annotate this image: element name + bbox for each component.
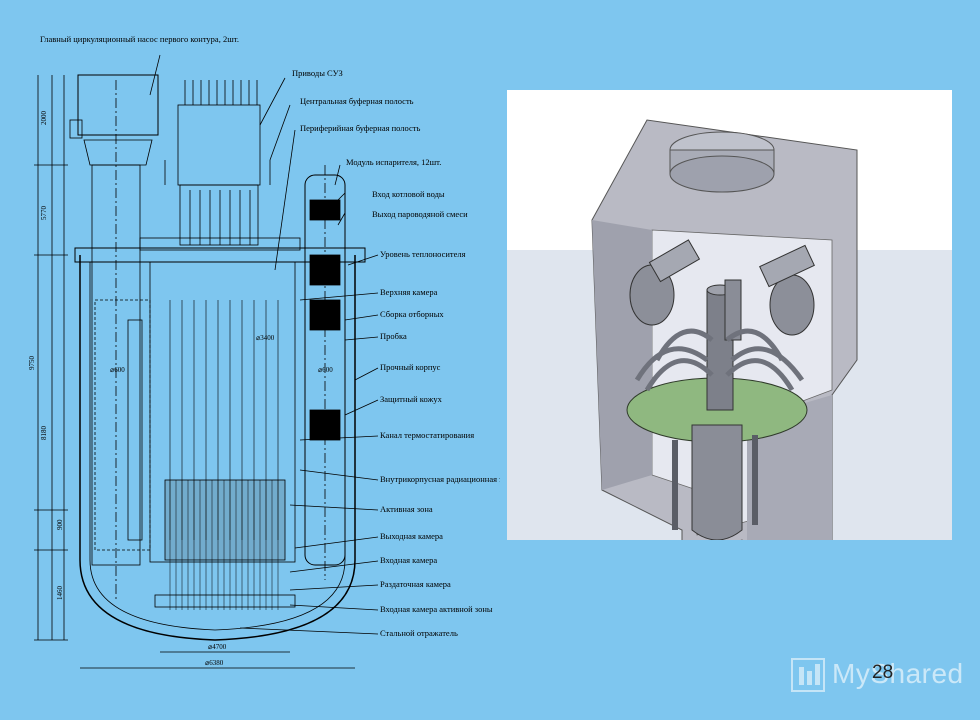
myshared-logo-icon [791, 658, 825, 692]
label-evaporator-module: Модуль испарителя, 12шт. [346, 157, 441, 167]
dim-1460: 1460 [56, 586, 64, 601]
page-number: 28 [872, 662, 894, 683]
label-strong-vessel: Прочный корпус [380, 362, 441, 372]
label-thermostat-channel: Канал термостатирования [380, 430, 474, 440]
dim-9750: 9750 [28, 356, 36, 371]
dim-2000: 2000 [40, 111, 48, 126]
label-coolant-level: Уровень теплоносителя [380, 249, 466, 259]
label-steam-water-outlet: Выход пароводяной смеси [372, 209, 468, 219]
dim-600-right: ⌀600 [318, 366, 333, 374]
label-plug: Пробка [380, 331, 407, 341]
label-cps-drives: Приводы СУЗ [292, 68, 343, 78]
label-inlet-chamber: Входная камера [380, 555, 437, 565]
label-protective-casing: Защитный кожух [380, 394, 443, 404]
label-boiler-water-inlet: Вход котловой воды [372, 189, 445, 199]
label-distribution-chamber: Раздаточная камера [380, 579, 451, 589]
reactor-cross-section-drawing: Главный циркуляционный насос первого кон… [28, 34, 500, 669]
label-sampling-assembly: Сборка отборных [380, 309, 444, 319]
label-outlet-chamber: Выходная камера [380, 531, 443, 541]
dim-8180: 8180 [40, 426, 48, 441]
label-upper-chamber: Верхняя камера [380, 287, 438, 297]
dim-3400: ⌀3400 [256, 334, 275, 342]
label-central-buffer: Центральная буферная полость [300, 96, 414, 106]
reactor-3d-render [507, 90, 952, 540]
dim-5770: 5770 [40, 206, 48, 221]
dim-600-left: ⌀600 [110, 366, 125, 374]
label-steel-reflector: Стальной отражатель [380, 628, 458, 638]
dim-900: 900 [56, 519, 64, 530]
dim-6380: ⌀6380 [205, 659, 224, 667]
dim-4700: ⌀4700 [208, 643, 227, 651]
reactor-3d-illustration [507, 90, 952, 540]
label-in-vessel-shielding: Внутрикорпусная радиационная защита [380, 474, 500, 484]
label-active-zone: Активная зона [380, 504, 433, 514]
watermark-text: MyShared [832, 658, 964, 689]
label-main-pump-1: Главный циркуляционный насос первого кон… [40, 34, 239, 44]
label-core-inlet-chamber: Входная камера активной зоны [380, 604, 493, 614]
label-peripheral-buffer: Периферийная буферная полость [300, 123, 420, 133]
